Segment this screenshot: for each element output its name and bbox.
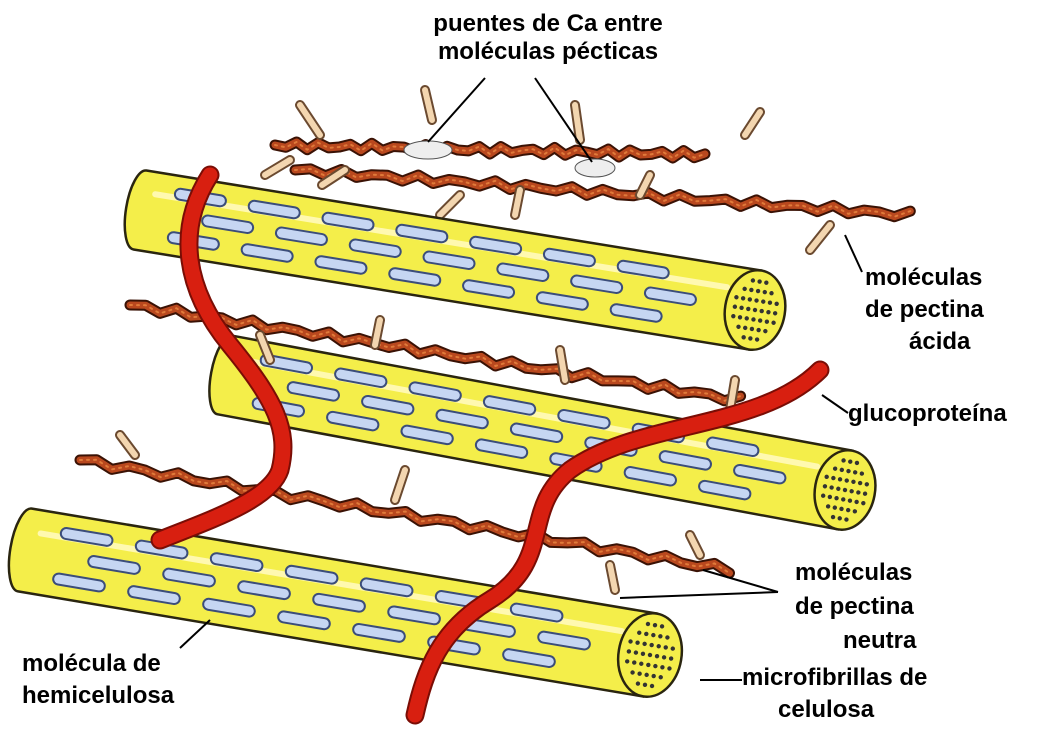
ca-bridges-label-line2: moléculas pécticas: [398, 38, 698, 66]
neutral-pectin-label-line2: de pectina: [795, 590, 916, 624]
cellulose-microfibrils: [9, 170, 882, 701]
leader-line: [620, 592, 778, 598]
acid-pectin-strand: [275, 142, 705, 158]
leader-line: [822, 395, 848, 413]
neutral-pectin-label-line1: moléculas: [795, 556, 916, 590]
acid-pectin-label: moléculas de pectina ácida: [865, 262, 984, 358]
ca-bridges-label: puentes de Ca entre moléculas pécticas: [398, 10, 698, 66]
hemicellulose-label: molécula de hemicelulosa: [22, 648, 174, 712]
hemicellulose-label-line2: hemicelulosa: [22, 680, 174, 712]
ca-bridges-label-line1: puentes de Ca entre: [398, 10, 698, 38]
calcium-bridge: [404, 141, 452, 159]
microfibrils-label-line2: celulosa: [742, 694, 927, 726]
hemicellulose-label-line1: molécula de: [22, 648, 174, 680]
microfibrils-label-line1: microfibrillas de: [742, 662, 927, 694]
leader-line: [428, 78, 485, 142]
neutral-pectin-label: moléculas de pectina neutra: [795, 556, 916, 658]
leader-line: [845, 235, 862, 272]
microfibrils-label: microfibrillas de celulosa: [742, 662, 927, 726]
neutral-pectin-label-line3: neutra: [795, 624, 916, 658]
glycoprotein-label-text: glucoproteína: [848, 400, 1007, 428]
leader-line: [703, 570, 778, 592]
acid-pectin-label-line1: moléculas: [865, 262, 984, 294]
leader-line: [180, 620, 210, 648]
calcium-bridge: [575, 159, 615, 177]
glycoprotein-label: glucoproteína: [848, 400, 1007, 428]
acid-pectin-label-line3: ácida: [865, 326, 984, 358]
acid-pectin-label-line2: de pectina: [865, 294, 984, 326]
